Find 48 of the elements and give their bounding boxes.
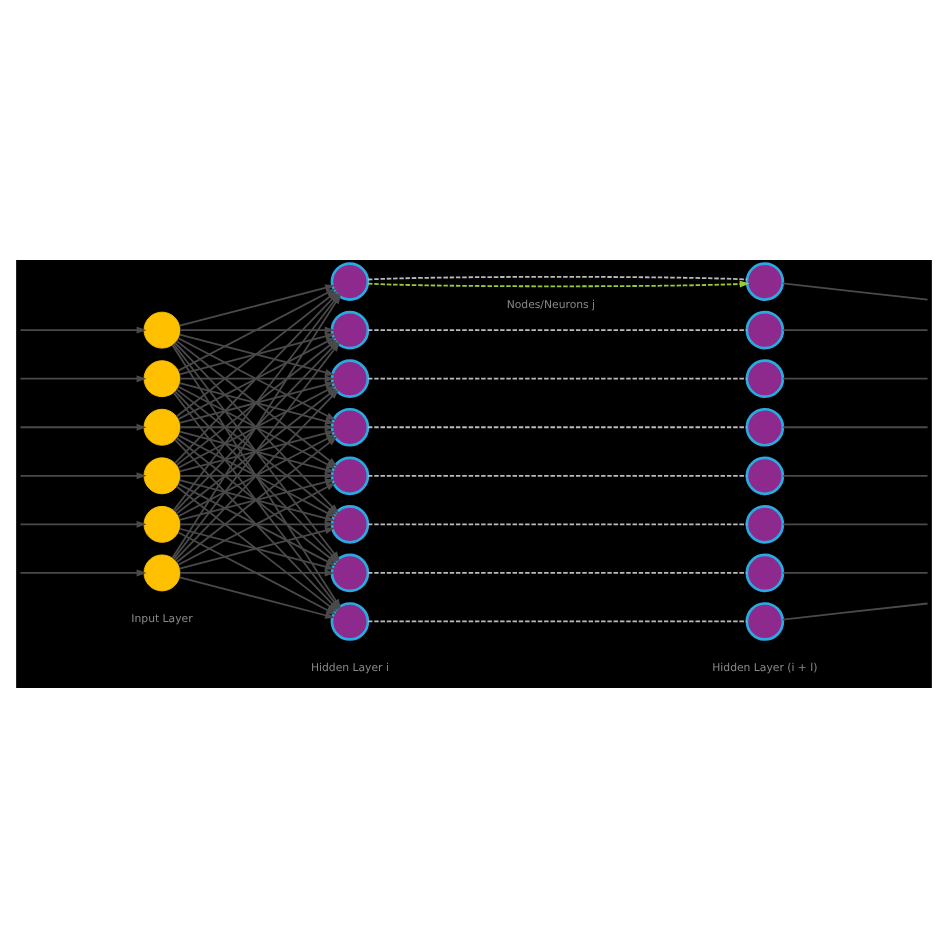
node-circle: [330, 407, 370, 447]
connector: [782, 523, 929, 526]
arrow: [19, 569, 147, 577]
arrow: [179, 375, 335, 383]
connector: [367, 377, 748, 380]
node-circle: [143, 408, 181, 446]
node-circle: [143, 311, 181, 349]
arrow: [178, 430, 335, 473]
connector: [367, 329, 748, 332]
node-circle: [745, 359, 785, 399]
connector: [782, 377, 929, 380]
arrow: [179, 569, 335, 577]
arrow: [19, 326, 147, 334]
node-circle: [745, 553, 785, 593]
connector: [367, 620, 748, 623]
node-circle: [745, 262, 785, 301]
arrow: [19, 423, 147, 431]
node-circle: [745, 602, 785, 641]
node-circle: [143, 360, 181, 398]
node-circle: [745, 505, 785, 544]
connector: [782, 572, 929, 574]
node-circle: [143, 457, 181, 495]
arrow: [19, 472, 147, 480]
arrow: [178, 284, 335, 327]
node-circle: [745, 456, 785, 496]
node-circle: [330, 456, 370, 496]
connector: [781, 282, 929, 301]
connector: [367, 474, 748, 477]
arrow: [179, 423, 335, 431]
node-circle: [745, 407, 785, 447]
arrow: [178, 576, 335, 619]
connector: [782, 329, 929, 332]
connector: [781, 602, 929, 621]
connector: [367, 523, 748, 526]
connector: [367, 572, 748, 574]
arrow: [179, 326, 335, 334]
connector: [782, 474, 929, 477]
arrow: [179, 472, 335, 480]
connector: [367, 426, 748, 429]
node-circle: [143, 505, 181, 543]
arrow: [367, 280, 750, 288]
arrow: [179, 520, 335, 528]
connector: [782, 426, 929, 429]
node-circle: [143, 554, 181, 592]
node-circle: [745, 310, 785, 350]
arrow: [19, 520, 147, 528]
arrow: [19, 375, 147, 383]
connector: [367, 275, 748, 281]
